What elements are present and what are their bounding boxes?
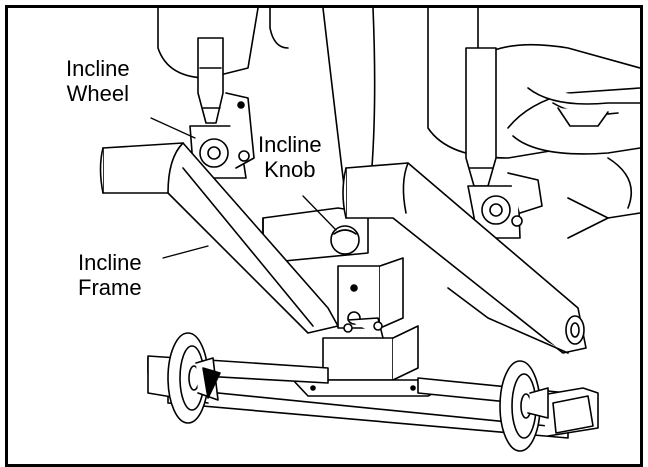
label-incline-frame: Incline Frame xyxy=(76,250,144,300)
right-wheel xyxy=(499,360,599,452)
leader-incline-knob xyxy=(302,195,337,231)
label-incline-knob-line1: Incline xyxy=(258,132,322,157)
label-incline-wheel: Incline Wheel xyxy=(64,56,132,106)
label-incline-knob: Incline Knob xyxy=(256,132,324,182)
left-wheel xyxy=(167,332,221,424)
label-incline-knob-line2: Knob xyxy=(264,157,316,182)
label-incline-wheel-line1: Incline xyxy=(66,56,130,81)
incline-assembly-drawing xyxy=(99,8,640,452)
leader-lines xyxy=(150,117,337,259)
label-incline-frame-line2: Frame xyxy=(78,275,142,300)
left-incline-frame xyxy=(99,142,339,334)
leader-incline-frame xyxy=(162,245,209,259)
left-rod xyxy=(189,37,255,179)
label-incline-wheel-line2: Wheel xyxy=(66,81,129,106)
label-incline-frame-line1: Incline xyxy=(78,250,142,275)
leader-incline-wheel xyxy=(150,117,196,139)
diagram-frame: Incline Wheel Incline Knob Incline Frame xyxy=(5,5,643,467)
base-bracket xyxy=(292,317,444,397)
right-incline-frame xyxy=(342,162,587,354)
